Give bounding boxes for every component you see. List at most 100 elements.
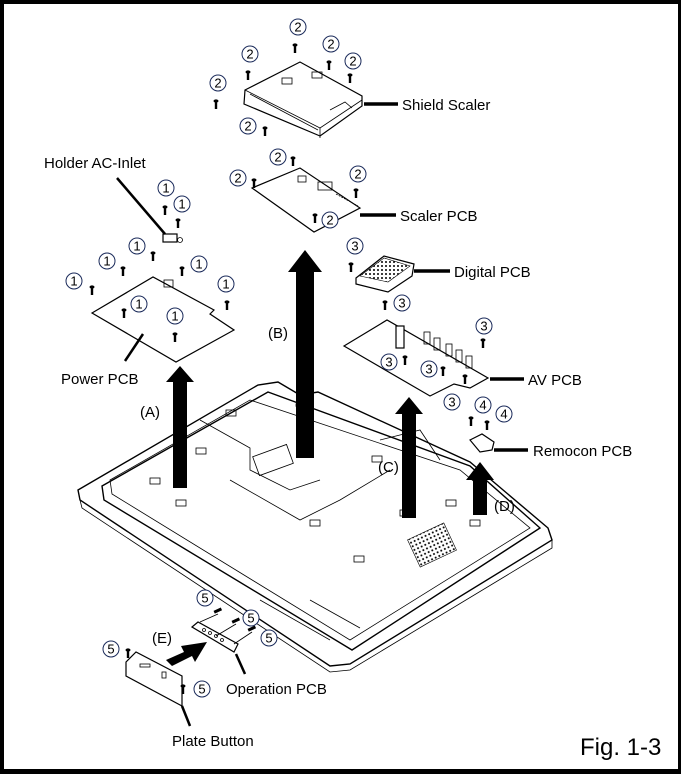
marker-5: 5 — [193, 680, 211, 698]
svg-text:3: 3 — [385, 355, 392, 370]
svg-text:1: 1 — [195, 257, 202, 272]
screw — [480, 338, 486, 370]
svg-text:1: 1 — [178, 197, 185, 212]
power-pcb-leader — [123, 333, 145, 362]
screw — [251, 178, 257, 210]
svg-text:2: 2 — [349, 54, 356, 69]
power-pcb-label: Power PCB — [61, 371, 139, 388]
screw — [213, 99, 219, 131]
svg-text:4: 4 — [500, 407, 507, 422]
digital-pcb[interactable] — [355, 255, 415, 293]
marker-3: 3 — [380, 353, 398, 371]
marker-4: 4 — [474, 396, 492, 414]
marker-3: 3 — [475, 317, 493, 335]
remocon-pcb-label: Remocon PCB — [533, 443, 632, 460]
arrow-b — [288, 250, 322, 458]
marker-1: 1 — [128, 237, 146, 255]
svg-text:2: 2 — [326, 213, 333, 228]
marker-2: 2 — [269, 148, 287, 166]
svg-text:2: 2 — [246, 47, 253, 62]
figure-caption: Fig. 1-3 — [580, 734, 661, 761]
step-e-label: (E) — [152, 630, 172, 647]
marker-1: 1 — [166, 307, 184, 325]
svg-text:1: 1 — [135, 297, 142, 312]
marker-3: 3 — [420, 360, 438, 378]
svg-text:3: 3 — [425, 362, 432, 377]
marker-1: 1 — [190, 255, 208, 273]
svg-text:2: 2 — [327, 37, 334, 52]
marker-2: 2 — [349, 165, 367, 183]
holder-ac-inlet-label: Holder AC-Inlet — [44, 155, 147, 172]
rear-cabinet-chassis — [77, 381, 553, 673]
svg-text:1: 1 — [162, 181, 169, 196]
operation-pcb[interactable] — [190, 621, 239, 653]
marker-3: 3 — [393, 294, 411, 312]
svg-text:2: 2 — [354, 167, 361, 182]
marker-2: 2 — [321, 211, 339, 229]
svg-text:5: 5 — [198, 682, 205, 697]
svg-text:1: 1 — [171, 309, 178, 324]
marker-5: 5 — [260, 629, 278, 647]
marker-2: 2 — [241, 45, 259, 63]
marker-2: 2 — [209, 74, 227, 92]
marker-4: 4 — [495, 405, 513, 423]
marker-5: 5 — [196, 589, 214, 607]
marker-2: 2 — [239, 117, 257, 135]
scaler-pcb-label: Scaler PCB — [400, 208, 478, 225]
marker-1: 1 — [130, 295, 148, 313]
digital-pcb-label: Digital PCB — [454, 264, 531, 281]
marker-2: 2 — [289, 18, 307, 36]
arrow-e — [166, 642, 207, 666]
arrow-d — [466, 462, 494, 515]
marker-1: 1 — [65, 272, 83, 290]
shield-scaler-label: Shield Scaler — [402, 97, 490, 114]
marker-2: 2 — [344, 52, 362, 70]
marker-2: 2 — [229, 169, 247, 187]
svg-text:2: 2 — [294, 20, 301, 35]
svg-text:3: 3 — [448, 395, 455, 410]
svg-text:5: 5 — [265, 631, 272, 646]
svg-text:3: 3 — [480, 319, 487, 334]
svg-text:2: 2 — [274, 150, 281, 165]
svg-text:4: 4 — [479, 398, 486, 413]
svg-text:1: 1 — [222, 277, 229, 292]
vent-mesh — [407, 522, 457, 568]
arrow-c — [395, 397, 423, 518]
step-b-label: (B) — [268, 325, 288, 342]
scaler-pcb[interactable] — [250, 167, 362, 233]
step-a-label: (A) — [140, 404, 160, 421]
svg-text:2: 2 — [214, 76, 221, 91]
svg-text:1: 1 — [133, 239, 140, 254]
av-pcb[interactable] — [342, 319, 490, 397]
svg-text:3: 3 — [398, 296, 405, 311]
marker-3: 3 — [443, 393, 461, 411]
step-c-label: (C) — [378, 459, 399, 476]
svg-text:2: 2 — [234, 171, 241, 186]
marker-5: 5 — [102, 640, 120, 658]
shield-scaler[interactable] — [243, 61, 363, 138]
power-pcb[interactable] — [90, 276, 236, 363]
screw-markers: 2 2 2 2 2 2 2 2 2 2 1 1 1 1 1 1 1 1 1 3 … — [65, 18, 513, 698]
marker-2: 2 — [322, 35, 340, 53]
marker-1: 1 — [217, 275, 235, 293]
operation-pcb-leader — [234, 653, 247, 675]
marker-1: 1 — [173, 195, 191, 213]
svg-text:5: 5 — [107, 642, 114, 657]
operation-screws — [199, 607, 257, 645]
screw — [262, 126, 268, 158]
plate-button-label: Plate Button — [172, 733, 254, 750]
marker-1: 1 — [98, 252, 116, 270]
svg-text:2: 2 — [244, 119, 251, 134]
marker-3: 3 — [346, 237, 364, 255]
remocon-pcb[interactable] — [469, 433, 495, 453]
svg-text:5: 5 — [247, 611, 254, 626]
plate-button-leader — [180, 705, 192, 727]
svg-text:1: 1 — [70, 274, 77, 289]
arrow-a — [166, 366, 194, 488]
holder-ac-inlet-leader — [116, 177, 166, 235]
operation-pcb-label: Operation PCB — [226, 681, 327, 698]
screw — [348, 262, 354, 294]
step-d-label: (D) — [494, 498, 515, 515]
holder-ac-inlet[interactable] — [162, 233, 183, 243]
